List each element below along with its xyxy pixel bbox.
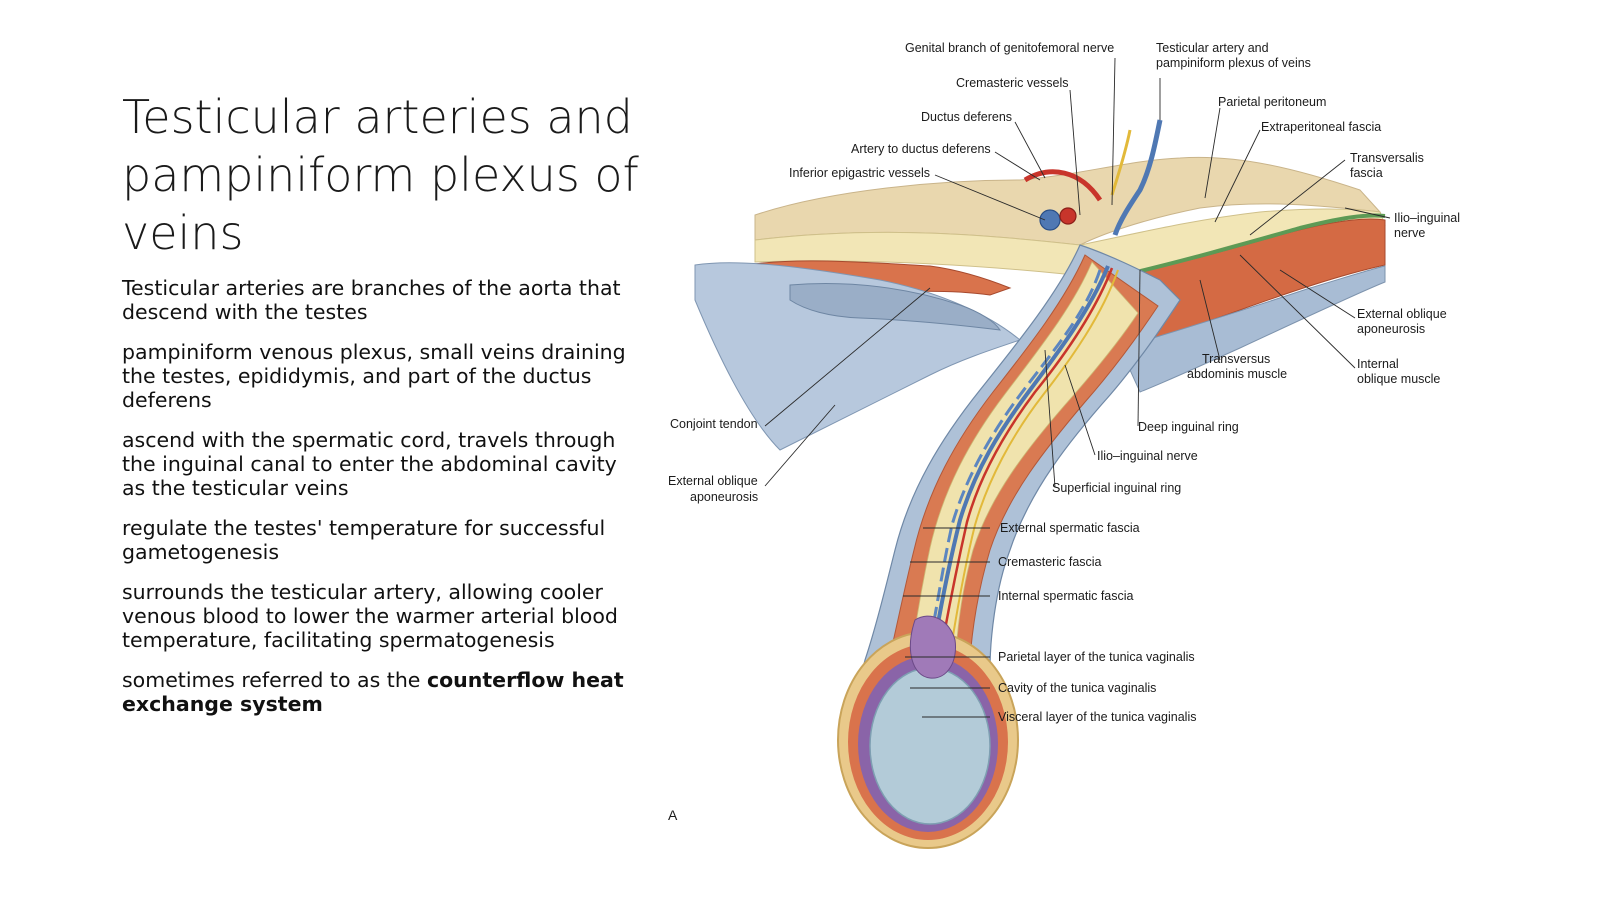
label-parietal-peritoneum: Parietal peritoneum [1218,95,1326,109]
bullet-text: sometimes referred to as the [122,668,427,692]
pampiniform-vein [928,269,1102,643]
leader-line [1249,159,1346,236]
label-conjoint-tendon: Conjoint tendon [670,417,758,431]
bullet-text: ascend with the spermatic cord, travels … [122,428,617,500]
label-int-oblique-2: oblique muscle [1357,372,1440,386]
vessels-deep-ring [1023,119,1163,236]
label-cremasteric-fascia: Cremasteric fascia [998,555,1102,569]
bullet-item: sometimes referred to as the counterflow… [122,668,632,716]
label-genital-branch: Genital branch of genitofemoral nerve [905,41,1114,55]
leader-line [934,174,1046,221]
label-ilio-inguinal-top-1: Ilio–inguinal [1394,211,1460,225]
label-ext-oblique-left-2: aponeurosis [690,490,758,504]
label-cavity-tunica: Cavity of the tunica vaginalis [998,681,1156,695]
leader-line [1199,279,1221,361]
leader-line [764,287,931,427]
tunica-visceral [869,667,991,825]
anatomy-figure: Genital branch of genitofemoral nerve Te… [660,30,1520,860]
label-transversalis-1: Transversalis [1350,151,1424,165]
label-parietal-tunica: Parietal layer of the tunica vaginalis [998,650,1195,664]
leader-line [1064,364,1096,456]
genital-nerve-ascending [1110,129,1132,196]
leader-line [1214,129,1261,223]
leader-line [1014,121,1046,179]
label-transversalis-2: fascia [1350,166,1383,180]
bullet-text: regulate the testes' temperature for suc… [122,516,606,564]
panel-letter: A [668,807,678,823]
leader-line [1111,57,1116,206]
label-deep-ring: Deep inguinal ring [1138,420,1239,434]
leader-line [1044,349,1056,488]
conjoint-tendon-shape [789,283,1001,331]
inguinal-canal-illustration: Genital branch of genitofemoral nerve Te… [668,41,1460,849]
label-transversus-2: abdominis muscle [1187,367,1287,381]
testicular-artery [941,267,1114,641]
inferior-epigastric-artery [1059,207,1077,225]
bullet-text: pampiniform venous plexus, small veins d… [122,340,626,412]
leader-line [1279,269,1356,319]
ductus-curve [1023,169,1103,202]
bullet-item: surrounds the testicular artery, allowin… [122,580,632,652]
label-extraperitoneal-fascia: Extraperitoneal fascia [1261,120,1381,134]
bullet-item: Testicular arteries are branches of the … [122,276,632,324]
leader-line [764,404,836,487]
leader-line [1069,89,1081,216]
inferior-epigastric-vein [1039,209,1061,231]
label-visceral-tunica: Visceral layer of the tunica vaginalis [998,710,1197,724]
label-ext-oblique-right-1: External oblique [1357,307,1447,321]
bullet-item: ascend with the spermatic cord, travels … [122,428,632,500]
label-transversus-1: Transversus [1202,352,1270,366]
testis [837,615,1019,849]
bullet-item: regulate the testes' temperature for suc… [122,516,632,564]
label-int-spermatic: Internal spermatic fascia [998,589,1134,603]
leader-line [1137,269,1141,427]
bullet-list: Testicular arteries are branches of the … [122,276,632,732]
label-testicular-artery-2: pampiniform plexus of veins [1156,56,1311,70]
label-inferior-epigastric: Inferior epigastric vessels [789,166,930,180]
label-ilio-inguinal-mid: Ilio–inguinal nerve [1097,449,1198,463]
label-ilio-inguinal-top-2: nerve [1394,226,1425,240]
leader-line [1239,254,1356,369]
label-cremasteric-vessels: Cremasteric vessels [956,76,1069,90]
leader-line [1344,207,1391,219]
pampiniform-vein [933,265,1110,641]
bullet-item: pampiniform venous plexus, small veins d… [122,340,632,412]
label-testicular-artery-1: Testicular artery and [1156,41,1269,55]
label-artery-to-ductus: Artery to ductus deferens [851,142,991,156]
ductus-deferens [951,269,1119,643]
slide-title: Testicular arteries and pampiniform plex… [122,90,639,260]
testicular-vessels-ascending [1112,119,1163,236]
leader-lines [764,57,1391,718]
right-aponeurosis-layer [1119,265,1386,393]
label-ext-oblique-right-2: aponeurosis [1357,322,1425,336]
leader-line [1204,107,1221,199]
label-ext-spermatic: External spermatic fascia [1000,521,1140,535]
leader-line [994,151,1041,181]
bullet-text: Testicular arteries are branches of the … [122,276,621,324]
green-fascia-line [1099,213,1386,282]
label-int-oblique-1: Internal [1357,357,1399,371]
label-superficial-ring: Superficial inguinal ring [1052,481,1181,495]
label-ductus-deferens: Ductus deferens [921,110,1012,124]
bullet-text: surrounds the testicular artery, allowin… [122,580,618,652]
bullet-bold-text: counterflow heat exchange system [122,668,624,716]
label-ext-oblique-left-1: External oblique [668,474,758,488]
